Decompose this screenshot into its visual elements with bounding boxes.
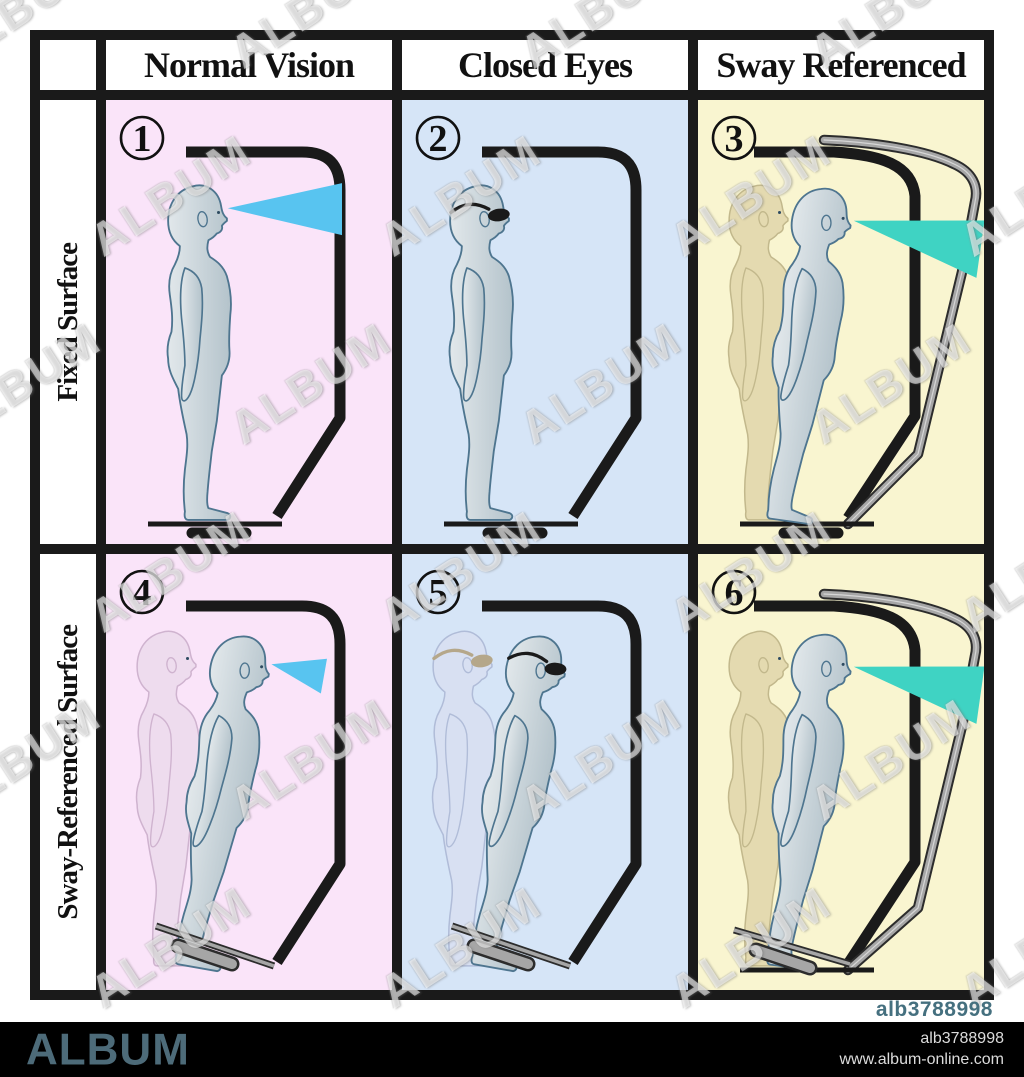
vision-cone — [271, 658, 327, 694]
footer-photo-id: alb3788998 — [920, 1029, 1004, 1047]
column-header-sway-referenced: Sway Referenced — [698, 40, 984, 90]
human-figure — [166, 183, 342, 521]
svg-text:5: 5 — [429, 572, 448, 614]
condition-number: 3 — [711, 115, 757, 161]
condition-panel-3: 3 — [698, 100, 984, 544]
ghost-figure — [135, 630, 201, 967]
ear — [758, 657, 769, 674]
svg-text:3: 3 — [725, 118, 744, 160]
vision-cone — [227, 183, 342, 236]
human-figure — [766, 633, 984, 972]
ghost-figure — [727, 630, 793, 967]
human-figure — [470, 635, 567, 973]
ear — [166, 657, 177, 674]
condition-number: 4 — [119, 569, 165, 615]
ear — [197, 211, 208, 228]
human-figure — [174, 635, 327, 973]
condition-number: 6 — [711, 569, 757, 615]
visual-surround-frame — [754, 600, 921, 968]
ghost-figure — [727, 184, 793, 521]
ear — [821, 660, 832, 678]
svg-text:4: 4 — [133, 572, 152, 614]
blindfold — [432, 648, 493, 668]
row-header-fixed-surface: Fixed Surface — [40, 100, 96, 544]
blindfold — [449, 202, 510, 222]
condition-panel-6: 6 — [698, 554, 984, 990]
row-header-sway-referenced-surface: Sway-Referenced Surface — [40, 554, 96, 990]
column-header-closed-eyes: Closed Eyes — [402, 40, 688, 90]
svg-text:2: 2 — [429, 118, 448, 160]
condition-number: 5 — [415, 569, 461, 615]
svg-text:1: 1 — [133, 118, 152, 160]
ghost-figure — [431, 630, 497, 967]
svg-text:6: 6 — [725, 572, 744, 614]
ear — [758, 211, 769, 228]
eye — [778, 656, 782, 660]
blindfold — [507, 651, 567, 676]
condition-panel-1: 1 — [106, 100, 392, 544]
eye — [186, 656, 190, 660]
ear — [821, 214, 832, 232]
human-figure — [448, 184, 514, 521]
footer-website: www.album-online.com — [839, 1050, 1004, 1068]
album-logo: ALBUM — [26, 1024, 190, 1074]
eye — [778, 210, 782, 214]
sway-surround-frame — [818, 134, 982, 530]
footer-bar: ALBUM alb3788998 www.album-online.com — [0, 1022, 1024, 1077]
condition-number: 1 — [119, 115, 165, 161]
support-platform — [733, 926, 851, 976]
footer-credits: alb3788998 www.album-online.com — [839, 1029, 1004, 1071]
eye — [841, 216, 845, 220]
condition-number: 2 — [415, 115, 461, 161]
column-header-normal-vision: Normal Vision — [106, 40, 392, 90]
support-platform — [450, 922, 572, 972]
support-platform — [154, 922, 276, 972]
visual-surround-frame — [186, 600, 346, 965]
vision-cone — [853, 666, 984, 724]
eye — [841, 662, 845, 666]
visual-surround-frame — [482, 600, 642, 965]
conditions-grid: Normal Vision Closed Eyes Sway Reference… — [40, 40, 984, 990]
human-figure — [766, 187, 984, 526]
eye — [260, 665, 264, 669]
eye — [217, 210, 221, 214]
visual-surround-frame — [754, 146, 921, 522]
sway-surround-frame — [818, 588, 982, 976]
ear — [239, 662, 250, 679]
corner-cell — [40, 40, 96, 90]
condition-panel-5: 5 — [402, 554, 688, 990]
conditions-table: Normal Vision Closed Eyes Sway Reference… — [30, 30, 994, 1000]
vision-cone — [853, 220, 984, 278]
condition-panel-4: 4 — [106, 554, 392, 990]
photo-id: alb3788998 — [875, 998, 993, 1021]
condition-panel-2: 2 — [402, 100, 688, 544]
visual-surround-frame — [482, 146, 642, 519]
